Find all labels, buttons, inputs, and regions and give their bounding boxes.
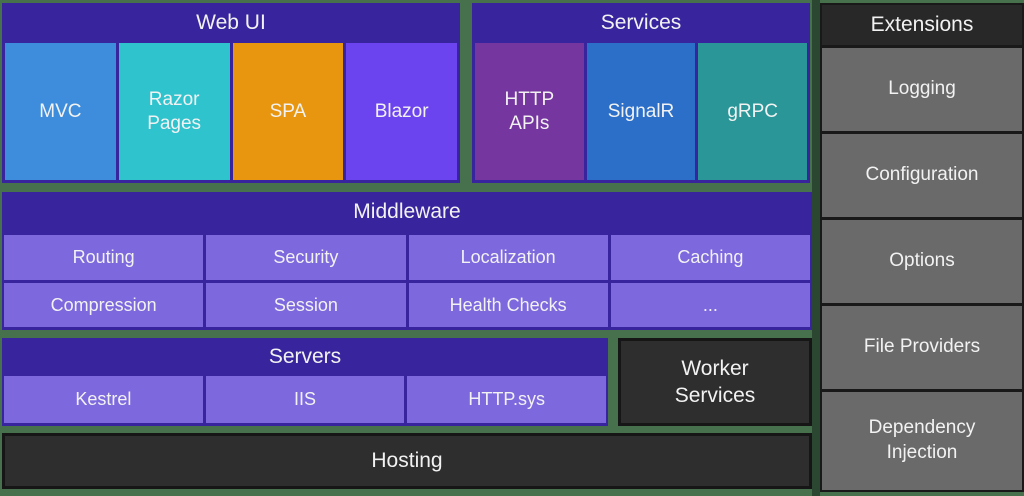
worker-services-label: Worker Services [674,356,756,407]
cell-routing: Routing [4,235,204,280]
middleware-title: Middleware [353,200,461,223]
cell-session: Session [206,282,406,327]
web-ui-panel: Web UI MVC Razor Pages SPA Blazor [2,3,460,183]
cell-kestrel: Kestrel [4,376,203,423]
cell-razor-pages-label: Razor Pages [147,88,202,134]
extension-file-providers: File Providers [822,306,1022,390]
services-title: Services [600,11,682,34]
cell-security: Security [206,235,406,280]
cell-signalr: SignalR [586,43,696,180]
cell-compression: Compression [4,282,204,327]
cell-ellipsis: ... [610,282,810,327]
hosting-label: Hosting [371,449,443,472]
servers-cells: Kestrel IIS HTTP.sys [4,376,607,423]
top-row: Web UI MVC Razor Pages SPA Blazor [2,3,812,183]
worker-services-box: Worker Services [618,338,812,426]
cell-mvc: MVC [5,43,116,180]
cell-caching: Caching [610,235,810,280]
middleware-row-2: Compression Session Health Checks ... [4,282,810,327]
extension-logging: Logging [822,48,1022,132]
servers-panel: Servers Kestrel IIS HTTP.sys [2,338,608,426]
middleware-panel: Middleware Routing Security Localization… [2,192,812,330]
cell-mvc-label: MVC [39,100,82,122]
cell-http-sys: HTTP.sys [407,376,607,423]
cell-spa: SPA [232,43,344,180]
servers-row: Servers Kestrel IIS HTTP.sys Worker Serv… [2,338,812,426]
middleware-row-1: Routing Security Localization Caching [4,235,810,280]
cell-blazor-label: Blazor [374,100,429,122]
extension-dependency-injection-label: Dependency Injection [868,417,976,464]
extension-configuration: Configuration [822,134,1022,218]
cell-iis: IIS [205,376,405,423]
cell-http-apis-label: HTTP APIs [504,88,555,134]
servers-title: Servers [268,345,342,368]
services-panel: Services HTTP APIs SignalR gRPC [472,3,810,183]
web-ui-title: Web UI [196,11,266,34]
web-ui-cells: MVC Razor Pages SPA Blazor [5,43,457,180]
services-cells: HTTP APIs SignalR gRPC [475,43,808,180]
extension-dependency-injection: Dependency Injection [822,392,1022,491]
extensions-title: Extensions [822,5,1022,45]
extensions-column: Extensions Logging Configuration Options… [820,0,1024,496]
cell-http-apis: HTTP APIs [475,43,584,180]
hosting-bar: Hosting [2,433,812,489]
cell-grpc-label: gRPC [727,100,779,122]
cell-grpc: gRPC [698,43,808,180]
cell-signalr-label: SignalR [607,100,675,122]
extension-options: Options [822,220,1022,304]
cell-health-checks: Health Checks [408,282,608,327]
cell-blazor: Blazor [346,43,457,180]
cell-razor-pages: Razor Pages [118,43,230,180]
divider-strip [812,0,820,496]
cell-localization: Localization [408,235,608,280]
extensions-panel: Extensions Logging Configuration Options… [820,3,1024,492]
main-diagram-column: Web UI MVC Razor Pages SPA Blazor [2,3,812,489]
cell-spa-label: SPA [269,100,307,122]
